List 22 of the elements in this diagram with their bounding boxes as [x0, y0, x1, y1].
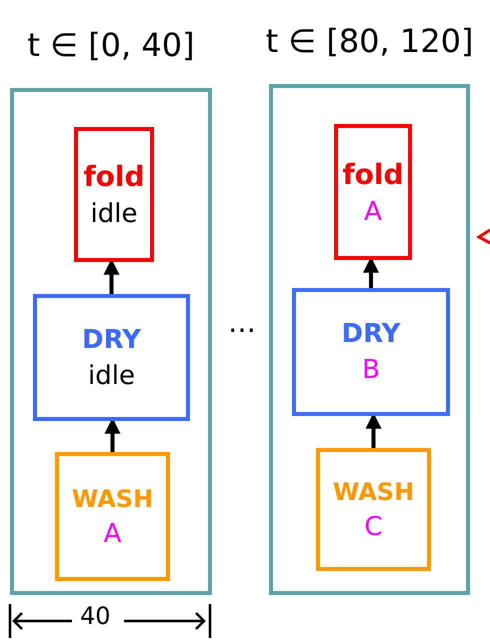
- fold-stage-box: [334, 124, 412, 260]
- wash-stage-box: [55, 452, 170, 581]
- fold-stage-box: [74, 127, 154, 262]
- ellipsis: …: [228, 306, 256, 339]
- stage-name: fold: [83, 160, 145, 193]
- stage-status: idle: [90, 199, 138, 229]
- dry-stage-box: [33, 294, 190, 421]
- stage-name: WASH: [72, 484, 154, 512]
- stage-status: A: [364, 196, 382, 226]
- wash-stage-box: [316, 448, 431, 571]
- stage-status: idle: [88, 360, 135, 390]
- stage-name: fold: [342, 158, 404, 190]
- time-range-heading: t ∈ [0, 40]: [26, 26, 196, 64]
- dimension-value: 40: [80, 602, 111, 630]
- stage-status: B: [362, 355, 380, 385]
- stage-name: DRY: [341, 319, 400, 349]
- stage-name: WASH: [332, 478, 414, 506]
- stage-status: C: [364, 512, 383, 542]
- time-range-heading: t ∈ [80, 120]: [264, 22, 474, 60]
- stage-name: DRY: [82, 324, 141, 354]
- stage-status: A: [104, 518, 122, 548]
- dry-stage-box: [292, 288, 450, 416]
